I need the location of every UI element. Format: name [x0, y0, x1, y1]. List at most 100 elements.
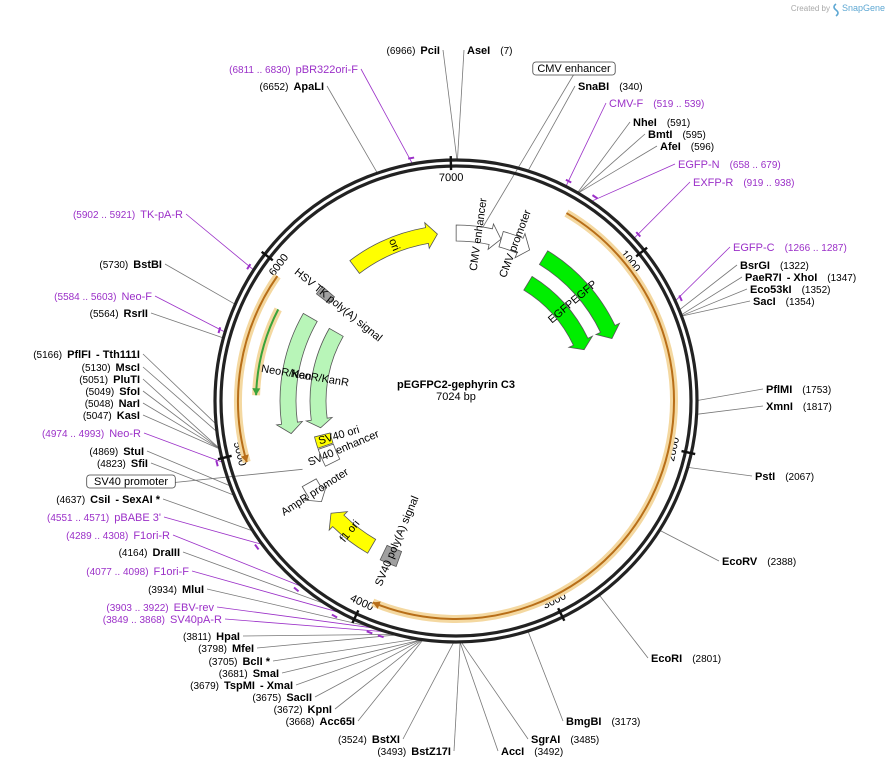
primer-label[interactable]: CMV-F(519 .. 539): [609, 98, 704, 110]
enzyme-site-label[interactable]: (3493)BstZ17I: [377, 746, 451, 758]
primer-label[interactable]: (5584 .. 5603)Neo-F: [54, 291, 152, 303]
primer-label[interactable]: EGFP-C(1266 .. 1287): [733, 242, 847, 254]
enzyme-site-label[interactable]: SnaBI(340): [578, 81, 643, 93]
enzyme-site-label[interactable]: (3798)MfeI: [198, 643, 254, 655]
site-leader-line: [142, 366, 217, 432]
enzyme-site-label[interactable]: (3705)BclI *: [209, 656, 271, 668]
primer-label[interactable]: EXFP-R(919 .. 938): [693, 177, 795, 189]
primer-label[interactable]: (4974 .. 4993)Neo-R: [42, 428, 141, 440]
primer-label[interactable]: (4289 .. 4308)F1ori-R: [66, 530, 170, 542]
enzyme-site-label[interactable]: BmtI(595): [648, 129, 706, 141]
enzyme-site-label[interactable]: (4869)StuI: [89, 446, 144, 458]
site-name: EcoRV: [722, 556, 758, 568]
enzyme-site-label[interactable]: (3681)SmaI: [219, 668, 279, 680]
site-position: (3705): [209, 657, 238, 668]
feature-egfp-2[interactable]: [523, 275, 594, 351]
site-name: MscI: [116, 362, 140, 374]
feature-ampr-promoter[interactable]: [301, 478, 328, 503]
feature-cmv-enhancer[interactable]: [455, 222, 502, 251]
enzyme-site-label[interactable]: (3672)KpnI: [274, 704, 332, 716]
feature-ori[interactable]: [349, 221, 438, 274]
site-leader-line: [142, 378, 219, 448]
site-position: (3173): [611, 717, 640, 728]
site-position: (4637): [56, 495, 85, 506]
primer-label[interactable]: (4077 .. 4098)F1ori-F: [86, 566, 189, 578]
enzyme-site-label[interactable]: EcoRV(2388): [722, 556, 796, 568]
enzyme-site-label[interactable]: (5047)KasI: [83, 410, 140, 422]
feature-callout-cmv-enhancer[interactable]: CMV enhancer: [537, 63, 611, 75]
primer-binding-mark: [217, 327, 222, 334]
enzyme-site-label[interactable]: (3524)BstXI: [338, 734, 400, 746]
boxed-leader-line: [478, 73, 575, 235]
site-name: PstI: [755, 471, 775, 483]
site-name: TspMI: [224, 680, 255, 692]
site-position: (5047): [83, 411, 112, 422]
site-leader-line: [453, 642, 461, 752]
enzyme-site-label[interactable]: (3811)HpaI: [183, 631, 240, 643]
enzyme-site-label[interactable]: (4164)DraIII: [119, 547, 180, 559]
site-name: EGFP-N: [678, 159, 720, 171]
enzyme-site-label[interactable]: PflMI(1753): [766, 384, 831, 396]
enzyme-site-label[interactable]: (4823)SfiI: [97, 458, 148, 470]
site-name: pBR322ori-F: [296, 64, 359, 76]
site-position: (5051): [79, 375, 108, 386]
enzyme-site-label[interactable]: (3668)Acc65I: [286, 716, 355, 728]
feature-hsv-tk[interactable]: [315, 285, 336, 305]
enzyme-site-label[interactable]: (6652)ApaLI: [260, 81, 324, 93]
primer-label[interactable]: EGFP-N(658 .. 679): [678, 159, 781, 171]
feature-neokan-1[interactable]: [275, 312, 318, 435]
feature-sv40-enhancer[interactable]: [317, 443, 341, 467]
primer-leader-line: [143, 432, 222, 463]
primer-label[interactable]: (5902 .. 5921)TK-pA-R: [73, 209, 183, 221]
site-name: MluI: [182, 584, 204, 596]
enzyme-site-label[interactable]: BsrGI(1322): [740, 260, 809, 272]
enzyme-site-label[interactable]: XmnI(1817): [766, 401, 832, 413]
feature-cmv-promoter[interactable]: [498, 230, 531, 259]
enzyme-site-label[interactable]: PaeR7I- XhoI(1347): [745, 272, 856, 284]
enzyme-site-label[interactable]: (5564)RsrII: [90, 308, 148, 320]
primer-label[interactable]: (6811 .. 6830)pBR322ori-F: [229, 64, 358, 76]
enzyme-site-label[interactable]: PstI(2067): [755, 471, 814, 483]
tick-mark: [681, 449, 696, 456]
enzyme-site-label[interactable]: (5049)SfoI: [85, 386, 140, 398]
enzyme-site-label[interactable]: (3675)SacII: [252, 692, 312, 704]
enzyme-site-label[interactable]: (3934)MluI: [148, 584, 204, 596]
feature-neokan-2[interactable]: [304, 327, 344, 429]
enzyme-site-label[interactable]: SgrAI(3485): [531, 734, 599, 746]
credit-text: Created by: [791, 4, 830, 13]
enzyme-site-label[interactable]: AccI(3492): [501, 746, 563, 758]
site-position: (3485): [570, 735, 599, 746]
enzyme-site-label[interactable]: (5048)NarI: [85, 398, 140, 410]
enzyme-site-label[interactable]: (6966)PciI: [387, 45, 440, 57]
enzyme-site-label[interactable]: EcoRI(2801): [651, 653, 721, 665]
enzyme-site-label[interactable]: Eco53kI(1352): [750, 284, 831, 296]
site-leader-line: [457, 49, 465, 160]
feature-egfp-1[interactable]: [538, 250, 621, 339]
enzyme-site-label[interactable]: AseI(7): [467, 45, 512, 57]
snapgene-logo-icon: [833, 3, 839, 17]
enzyme-site-label[interactable]: BmgBI(3173): [566, 716, 640, 728]
enzyme-site-label[interactable]: (5130)MscI: [82, 362, 140, 374]
enzyme-site-label[interactable]: (5730)BstBI: [99, 259, 162, 271]
orf-arrowhead-icon: [252, 388, 261, 396]
site-name: - SexAI *: [115, 494, 160, 506]
primer-label[interactable]: (4551 .. 4571)pBABE 3': [47, 512, 161, 524]
site-name: PaeR7I: [745, 272, 782, 284]
site-leader-line: [681, 276, 743, 315]
feature-sv40-ori[interactable]: [314, 432, 334, 449]
site-name: F1ori-R: [133, 530, 170, 542]
primer-label[interactable]: (3849 .. 3868)SV40pA-R: [103, 614, 222, 626]
primer-leader-line: [360, 68, 413, 164]
feature-f1-ori[interactable]: [328, 511, 377, 554]
enzyme-site-label[interactable]: NheI(591): [633, 117, 690, 129]
enzyme-site-label[interactable]: AfeI(596): [660, 141, 714, 153]
enzyme-site-label[interactable]: (5166)PflFI- Tth111I: [33, 349, 140, 361]
enzyme-site-label[interactable]: (3679)TspMI- XmaI: [190, 680, 293, 692]
feature-sv40-polya[interactable]: [379, 544, 403, 568]
site-position: (595): [682, 130, 705, 141]
enzyme-site-label[interactable]: (5051)PluTI: [79, 374, 140, 386]
enzyme-site-label[interactable]: SacI(1354): [753, 296, 815, 308]
feature-callout-sv40-promoter[interactable]: SV40 promoter: [94, 476, 168, 488]
enzyme-site-label[interactable]: (4637)CsiI- SexAI *: [56, 494, 160, 506]
primer-label[interactable]: (3903 .. 3922)EBV-rev: [106, 602, 214, 614]
